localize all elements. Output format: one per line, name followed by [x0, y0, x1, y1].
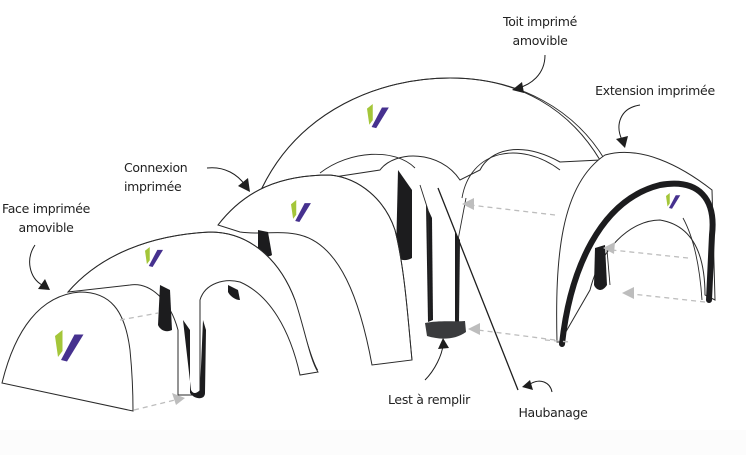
v-logo-icon — [55, 330, 84, 362]
label-ballast: Lest à remplir — [388, 392, 471, 407]
label-face-line2: amovible — [18, 220, 74, 235]
guy-line — [437, 187, 519, 391]
label-extension: Extension imprimée — [595, 83, 715, 98]
main-dome — [261, 77, 606, 391]
attachment-arrows — [119, 198, 706, 411]
v-logo-icon — [145, 247, 164, 267]
label-connection-line1: Connexion — [124, 160, 187, 175]
label-roof-line1: Toit imprimé — [502, 14, 578, 29]
label-pointers — [29, 54, 641, 393]
label-connection: Connexion imprimée — [124, 160, 188, 194]
front-face-panel — [1, 291, 134, 412]
bottom-strip — [0, 430, 746, 455]
extension-beam — [559, 180, 716, 347]
ballast-base — [425, 321, 466, 339]
label-connection-line2: imprimée — [124, 179, 182, 194]
v-logo-icon — [666, 193, 681, 209]
v-logo-icon — [291, 200, 311, 223]
label-guying: Haubanage — [518, 405, 588, 420]
extension-dome — [556, 151, 716, 347]
label-roof: Toit imprimé amovible — [502, 14, 578, 48]
v-logo-icon — [367, 104, 389, 129]
label-roof-line2: amovible — [512, 33, 568, 48]
label-face: Face imprimée amovible — [2, 201, 91, 235]
dome-leg-back — [396, 170, 412, 261]
small-dome — [66, 231, 319, 399]
label-face-line1: Face imprimée — [2, 201, 91, 216]
